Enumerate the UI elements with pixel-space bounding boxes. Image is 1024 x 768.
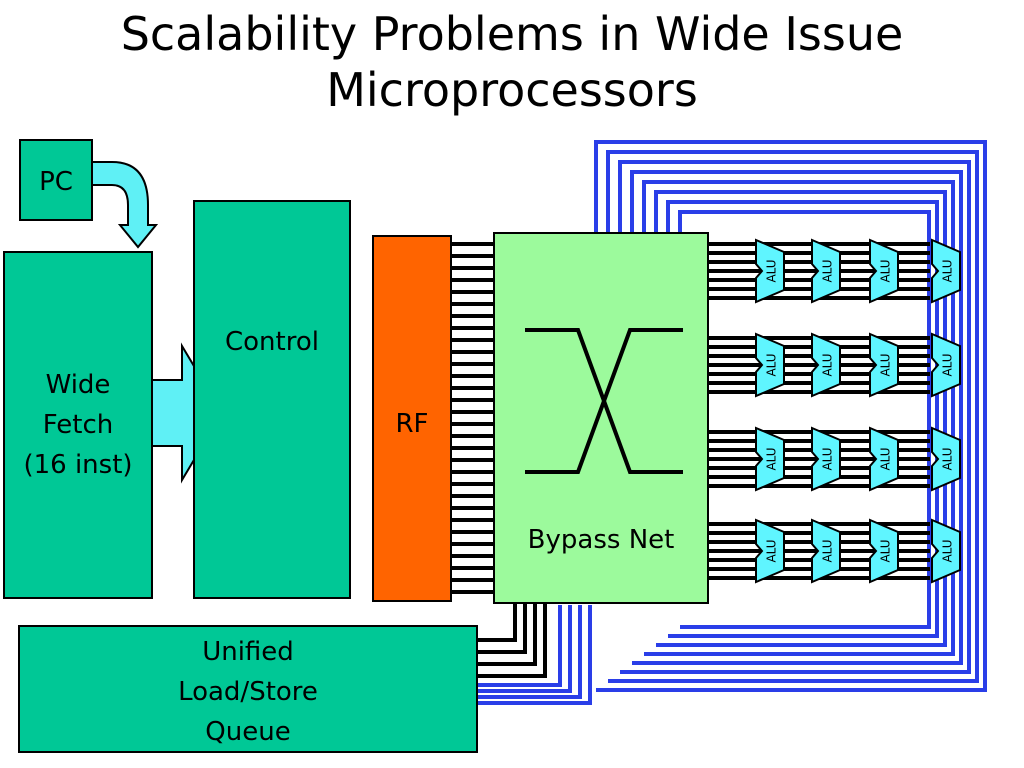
alu-unit: ALU (811, 238, 841, 304)
alu-shape (755, 426, 785, 492)
rf-bypass-bus (451, 242, 494, 594)
alu-shape (811, 238, 841, 304)
alu-unit: ALU (869, 238, 899, 304)
pc-label: PC (39, 167, 73, 197)
alu-unit: ALU (869, 426, 899, 492)
alu-label: ALU (879, 447, 893, 470)
alu-label: ALU (879, 259, 893, 282)
alu-label: ALU (821, 353, 835, 376)
alu-shape (869, 426, 899, 492)
alu-shape (755, 518, 785, 584)
rf-label: RF (395, 409, 428, 439)
alu-label: ALU (821, 539, 835, 562)
alu-shape (869, 332, 899, 398)
alu-unit: ALU (869, 332, 899, 398)
alu-unit: ALU (931, 238, 961, 304)
alu-shape (755, 332, 785, 398)
alu-label: ALU (879, 539, 893, 562)
alu-unit: ALU (931, 426, 961, 492)
fetch-label-3: (16 inst) (23, 450, 132, 480)
alu-unit: ALU (811, 426, 841, 492)
alu-label: ALU (879, 353, 893, 376)
bypass-block (493, 232, 709, 604)
alu-unit: ALU (811, 332, 841, 398)
crossbar-symbol (525, 328, 683, 474)
rf-block (372, 235, 452, 602)
alu-grid: ALU ALU ALU ALU ALU ALU ALU ALU ALU ALU ALU ALU ALU A… (755, 238, 961, 584)
control-label: Control (225, 327, 319, 357)
title-line-1: Scalability Problems in Wide Issue (120, 7, 904, 61)
blue-wire-lsq (478, 605, 572, 693)
alu-shape (931, 332, 961, 398)
alu-shape (931, 238, 961, 304)
alu-label: ALU (821, 447, 835, 470)
pc-arrow (91, 161, 159, 249)
alu-unit: ALU (755, 426, 785, 492)
alu-shape (811, 332, 841, 398)
alu-label: ALU (765, 259, 779, 282)
blue-wire-lsq (478, 605, 592, 705)
fetch-label-2: Fetch (43, 410, 114, 440)
fetch-block (3, 251, 153, 599)
fetch-label-1: Wide (46, 370, 111, 400)
alu-shape (755, 238, 785, 304)
slide-title: Scalability Problems in Wide Issue Micro… (0, 6, 1024, 118)
alu-unit: ALU (755, 518, 785, 584)
lsq-label-1: Unified (202, 637, 294, 667)
alu-shape (869, 238, 899, 304)
alu-unit: ALU (811, 518, 841, 584)
blue-wire-lsq (478, 605, 562, 687)
alu-unit: ALU (931, 518, 961, 584)
alu-shape (811, 518, 841, 584)
alu-label: ALU (765, 447, 779, 470)
alu-shape (931, 518, 961, 584)
alu-label: ALU (765, 539, 779, 562)
alu-shape (811, 426, 841, 492)
blue-wire-lsq (478, 605, 582, 699)
alu-unit: ALU (869, 518, 899, 584)
lsq-label-3: Queue (205, 717, 290, 747)
alu-shape (869, 518, 899, 584)
lsq-block (18, 625, 478, 753)
title-line-2: Microprocessors (326, 63, 698, 117)
alu-unit: ALU (755, 238, 785, 304)
alu-unit: ALU (931, 332, 961, 398)
alu-label: ALU (941, 259, 955, 282)
alu-shape (931, 426, 961, 492)
alu-label: ALU (941, 447, 955, 470)
alu-label: ALU (941, 539, 955, 562)
alu-label: ALU (765, 353, 779, 376)
alu-label: ALU (821, 259, 835, 282)
alu-unit: ALU (755, 332, 785, 398)
lsq-label-2: Load/Store (178, 677, 318, 707)
alu-label: ALU (941, 353, 955, 376)
control-block (193, 200, 351, 599)
bypass-label: Bypass Net (528, 525, 675, 555)
lsq-bypass-connectors (478, 603, 547, 678)
